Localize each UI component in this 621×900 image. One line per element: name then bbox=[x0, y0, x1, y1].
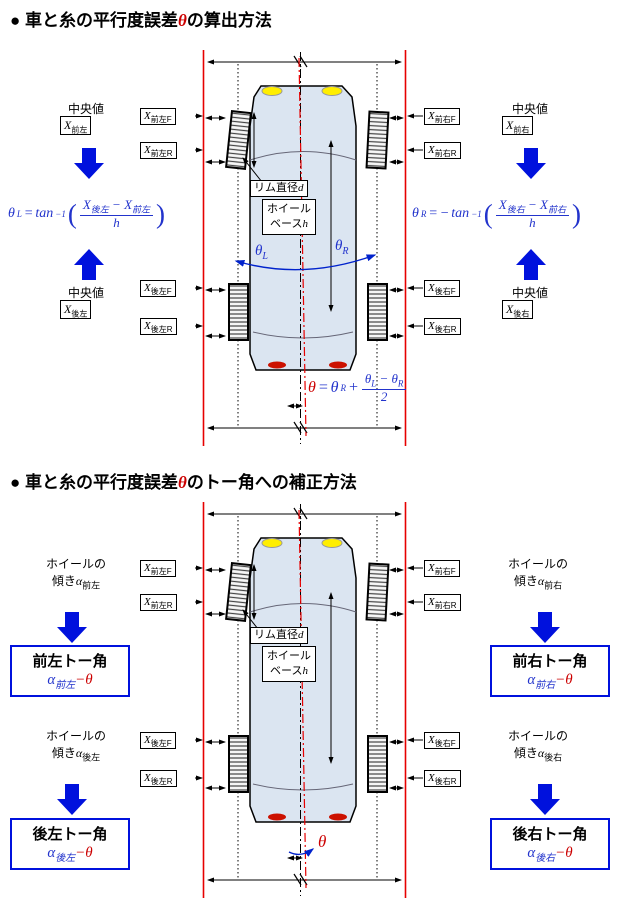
measure-box-x-front-left-F: X前左F bbox=[140, 560, 176, 577]
measure-box-x-front-left: X前左 bbox=[60, 116, 92, 135]
section2-title-theta: θ bbox=[178, 473, 187, 492]
measure-box-x-front-left-R: X前左R bbox=[140, 594, 177, 611]
median-label-front-left: 中央値 bbox=[68, 102, 105, 116]
measure-box-x-front-right-R: X前右R bbox=[424, 142, 461, 159]
down-arrow-icon bbox=[74, 148, 104, 179]
fraction: X後右 − X前右 h bbox=[495, 197, 569, 231]
measure-box-x-rear-left-R: X後左R bbox=[140, 770, 177, 787]
measure-box-x-rear-right-F: X後右F bbox=[424, 732, 460, 749]
angle-label-theta-L: θL bbox=[255, 243, 268, 262]
measure-box-x-front-left-F: X前左F bbox=[140, 108, 176, 125]
measure-box-x-front-right: X前右 bbox=[502, 116, 534, 135]
wheel-tilt-label-rear-right: ホイールの 傾きα後右 bbox=[507, 729, 568, 763]
rim-diameter-label: リム直径d bbox=[250, 180, 308, 197]
fraction: X後左 − X前左 h bbox=[79, 197, 154, 231]
section1-title: ● 車と糸の平行度誤差θの算出方法 bbox=[10, 6, 272, 31]
open-paren: ( bbox=[483, 198, 493, 229]
fraction: θL − θR 2 bbox=[361, 371, 407, 405]
wheel-tilt-label-front-right: ホイールの 傾きα前右 bbox=[507, 557, 568, 591]
down-arrow-icon bbox=[57, 612, 87, 643]
median-label-front-right: 中央値 bbox=[512, 102, 549, 116]
toe-angle-box-front-right: 前右トー角 α前右−θ bbox=[490, 645, 610, 697]
up-arrow-icon bbox=[74, 249, 104, 280]
down-arrow-icon bbox=[516, 148, 546, 179]
toe-angle-arc bbox=[234, 254, 377, 271]
section1-title-suffix: の算出方法 bbox=[186, 11, 272, 30]
measure-box-x-rear-right-R: X後右R bbox=[424, 318, 461, 335]
close-paren: ) bbox=[571, 198, 581, 229]
wheelbase-label: ホイール ベースh bbox=[262, 646, 316, 682]
down-arrow-icon bbox=[57, 784, 87, 815]
section1-title-theta: θ bbox=[178, 11, 187, 30]
open-paren: ( bbox=[67, 198, 77, 229]
median-label-rear-right: 中央値 bbox=[512, 286, 549, 300]
angle-label-theta-R: θR bbox=[335, 238, 349, 257]
toe-angle-box-rear-right: 後右トー角 α後右−θ bbox=[490, 818, 610, 870]
measure-box-x-rear-left-R: X後左R bbox=[140, 318, 177, 335]
measure-box-x-front-right-F: X前右F bbox=[424, 560, 460, 577]
section2-title-suffix: のトー角への補正方法 bbox=[186, 473, 357, 492]
wheelbase-label: ホイール ベースh bbox=[262, 199, 316, 235]
theta-label: θ bbox=[318, 832, 327, 851]
section2-title: ● 車と糸の平行度誤差θのトー角への補正方法 bbox=[10, 468, 357, 493]
toe-angle-box-front-left: 前左トー角 α前左−θ bbox=[10, 645, 130, 697]
toe-angle-box-rear-left: 後左トー角 α後左−θ bbox=[10, 818, 130, 870]
up-arrow-icon bbox=[516, 249, 546, 280]
measure-box-x-rear-left-F: X後左F bbox=[140, 280, 176, 297]
down-arrow-icon bbox=[530, 784, 560, 815]
theta-arc bbox=[288, 848, 315, 857]
wheel-tilt-label-front-left: ホイールの 傾きα前左 bbox=[45, 557, 106, 591]
measure-box-x-front-right-F: X前右F bbox=[424, 108, 460, 125]
section1-title-prefix: ● 車と糸の平行度誤差 bbox=[10, 11, 178, 30]
measure-box-x-rear-right: X後右 bbox=[502, 300, 534, 319]
rim-diameter-label: リム直径d bbox=[250, 627, 308, 644]
wheel-tilt-label-rear-left: ホイールの 傾きα後左 bbox=[45, 729, 106, 763]
measure-box-x-rear-left: X後左 bbox=[60, 300, 92, 319]
close-paren: ) bbox=[156, 198, 166, 229]
section2-title-prefix: ● 車と糸の平行度誤差 bbox=[10, 473, 178, 492]
measure-box-x-rear-left-F: X後左F bbox=[140, 732, 176, 749]
measure-box-x-front-left-R: X前左R bbox=[140, 142, 177, 159]
car-diagram-bottom bbox=[195, 502, 423, 898]
measure-box-x-front-right-R: X前右R bbox=[424, 594, 461, 611]
measure-box-x-rear-right-F: X後右F bbox=[424, 280, 460, 297]
down-arrow-icon bbox=[530, 612, 560, 643]
measure-box-x-rear-right-R: X後右R bbox=[424, 770, 461, 787]
median-label-rear-left: 中央値 bbox=[68, 286, 105, 300]
